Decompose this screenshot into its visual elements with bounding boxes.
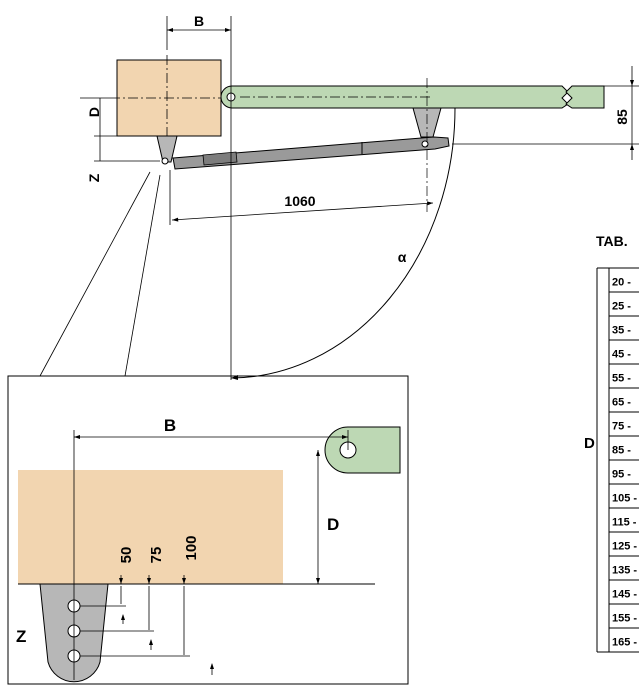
dim-85-label: 85 (614, 109, 630, 125)
rear-bracket (156, 135, 178, 163)
table-row-value: 75 - (612, 420, 631, 432)
table-row-value: 145 - (612, 588, 637, 600)
table-row-value: 20 - (612, 276, 631, 288)
table-group-label: D (584, 435, 595, 452)
table-row-value: 85 - (612, 444, 631, 456)
table-row-value: 25 - (612, 300, 631, 312)
opening-angle-arc (230, 107, 456, 379)
hole-75-label: 75 (148, 547, 165, 564)
detail-frame (7, 375, 409, 685)
table-row-value: 155 - (612, 612, 637, 624)
table-row-value: 95 - (612, 468, 631, 480)
top-view: B D Z 85 1060 α (39, 13, 639, 380)
hole-50-label: 50 (118, 547, 135, 564)
gate-leaf (220, 85, 569, 109)
table-row-value: 165 - (612, 636, 637, 648)
hole-100-label: 100 (183, 535, 200, 560)
table-row-value: 35 - (612, 324, 631, 336)
detail-z-label: Z (16, 627, 26, 646)
alpha-label: α (398, 249, 407, 265)
dimension-table: TAB. D 20 - 25 - 35 - 45 - 55 - 65 - 75 - 85 - 9… (584, 233, 639, 653)
dim-1060-label: 1060 (284, 193, 315, 209)
table-row-value: 55 - (612, 372, 631, 384)
detail-leaf (324, 426, 401, 474)
table-row-value: 45 - (612, 348, 631, 360)
table-row-value: 115 - (612, 516, 637, 528)
dim-d-label: D (86, 107, 102, 117)
dim-z-label: Z (86, 173, 102, 182)
detail-pillar (18, 470, 283, 584)
table-row-value: 135 - (612, 564, 637, 576)
detail-view: B D Z 50 75 100 (7, 375, 409, 685)
detail-dim-b-label: B (164, 416, 176, 435)
table-title: TAB. (596, 233, 628, 249)
table-row-value: 105 - (612, 492, 637, 504)
detail-dim-d-label: D (327, 515, 339, 534)
table-row-value: 65 - (612, 396, 631, 408)
dim-b-label: B (194, 13, 204, 29)
actuator (172, 136, 450, 170)
table-row-value: 125 - (612, 540, 637, 552)
